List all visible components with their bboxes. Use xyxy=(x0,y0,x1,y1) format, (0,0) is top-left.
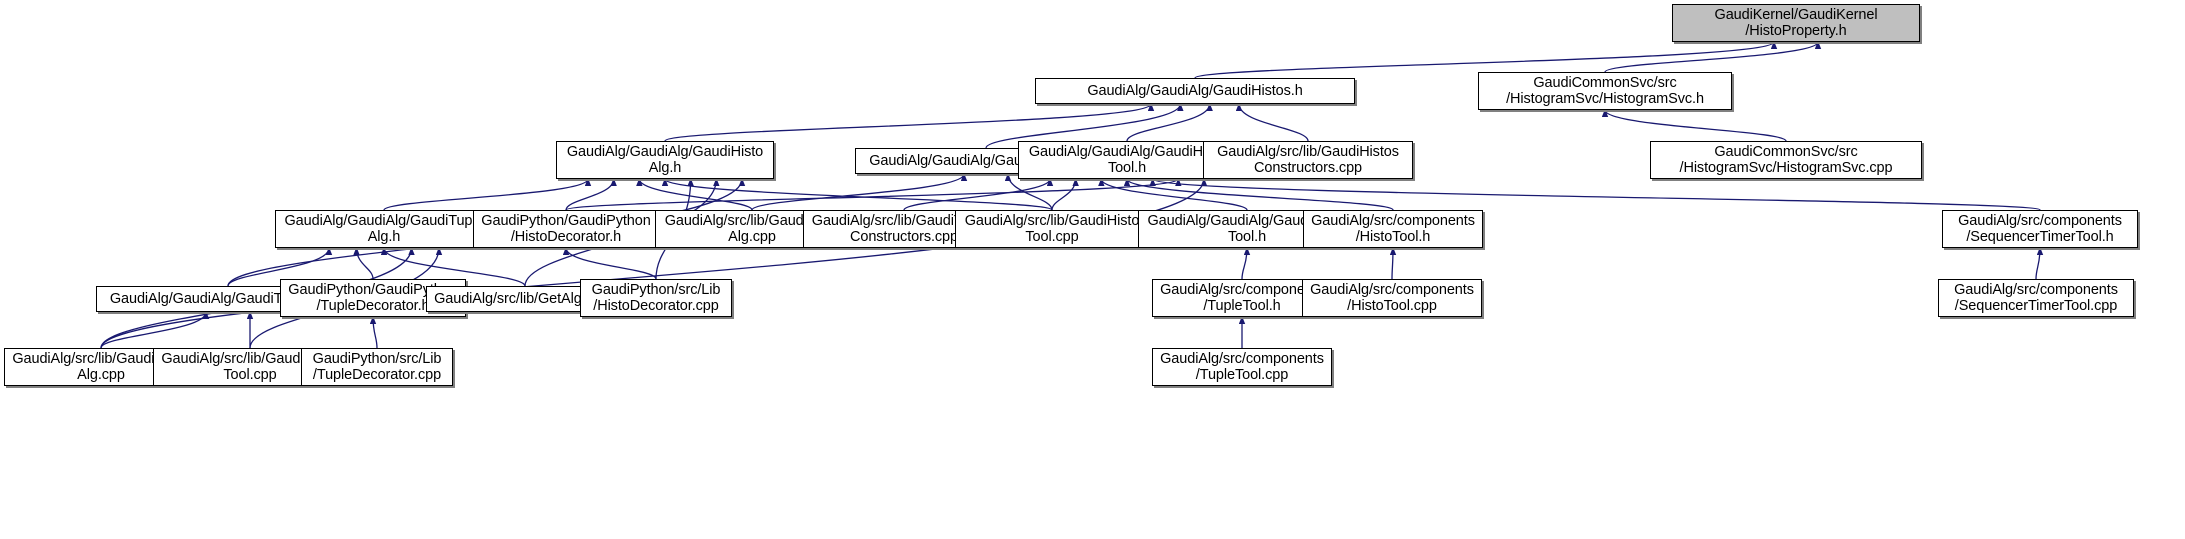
graph-edge xyxy=(664,103,1155,142)
graph-edge xyxy=(1051,178,1079,211)
graph-node[interactable]: GaudiAlg/src/components /TupleTool.cpp xyxy=(1152,348,1332,386)
graph-node-label: GaudiCommonSvc/src /HistogramSvc/Histogr… xyxy=(1506,75,1704,107)
graph-node[interactable]: GaudiAlg/GaudiAlg/GaudiTuple Alg.h xyxy=(275,210,493,248)
graph-edge xyxy=(1389,247,1397,280)
graph-node-label: GaudiAlg/src/components /TupleTool.cpp xyxy=(1160,351,1324,383)
graph-node[interactable]: GaudiPython/src/Lib /TupleDecorator.cpp xyxy=(301,348,453,386)
graph-edge xyxy=(353,247,374,280)
graph-node[interactable]: GaudiAlg/src/components /SequencerTimerT… xyxy=(1938,279,2134,317)
graph-node[interactable]: GaudiAlg/src/lib/GaudiHisto Tool.cpp xyxy=(955,210,1149,248)
graph-edge xyxy=(1235,103,1309,142)
graph-edge xyxy=(369,316,378,349)
graph-node[interactable]: GaudiAlg/src/lib/GaudiHistos Constructor… xyxy=(1203,141,1413,179)
graph-edge xyxy=(636,178,753,211)
graph-edge xyxy=(562,247,657,280)
graph-node[interactable]: GaudiKernel/GaudiKernel /HistoProperty.h xyxy=(1672,4,1920,42)
graph-node-label: GaudiAlg/src/components /SequencerTimerT… xyxy=(1954,282,2118,314)
graph-edge xyxy=(903,178,1054,211)
graph-edge xyxy=(2035,247,2044,280)
graph-edge xyxy=(100,311,210,349)
graph-node-label: GaudiAlg/src/lib/GaudiHisto Tool.cpp xyxy=(964,213,1140,245)
graph-edge xyxy=(1601,109,1787,142)
graph-edge xyxy=(1004,173,1053,211)
graph-node[interactable]: GaudiAlg/src/components /HistoTool.cpp xyxy=(1302,279,1482,317)
graph-edge xyxy=(1126,103,1213,142)
graph-node-label: GaudiAlg/src/components /SequencerTimerT… xyxy=(1958,213,2122,245)
graph-edge xyxy=(1604,41,1822,73)
graph-node-label: GaudiAlg/src/components /HistoTool.cpp xyxy=(1310,282,1474,314)
graph-edge xyxy=(1098,178,1248,211)
graph-edge xyxy=(1149,178,2041,211)
graph-node-label: GaudiAlg/GaudiAlg/GaudiTuple Alg.h xyxy=(284,213,484,245)
graph-node-label: GaudiAlg/GaudiAlg/GaudiHisto Alg.h xyxy=(566,144,764,176)
graph-node-label: GaudiAlg/src/components /HistoTool.h xyxy=(1311,213,1475,245)
graph-node[interactable]: GaudiPython/src/Lib /HistoDecorator.cpp xyxy=(580,279,732,317)
graph-node-label: GaudiAlg/src/lib/GaudiTuple Tool.cpp xyxy=(161,351,339,383)
graph-node-label: GaudiAlg/GaudiAlg/GaudiHisto Tool.h xyxy=(1028,144,1226,176)
graph-edge xyxy=(751,173,968,211)
graph-edge xyxy=(383,178,592,211)
graph-node[interactable]: GaudiAlg/src/components /SequencerTimerT… xyxy=(1942,210,2138,248)
graph-node[interactable]: GaudiCommonSvc/src /HistogramSvc/Histogr… xyxy=(1650,141,1922,179)
graph-edge xyxy=(661,178,1053,211)
graph-edge xyxy=(1123,178,1394,211)
graph-node[interactable]: GaudiAlg/GaudiAlg/GaudiHistos.h xyxy=(1035,78,1355,104)
graph-edge xyxy=(100,178,1208,349)
graph-node-label: GaudiPython/src/Lib /HistoDecorator.cpp xyxy=(591,282,721,314)
graph-node-label: GaudiCommonSvc/src /HistogramSvc/Histogr… xyxy=(1679,144,1893,176)
graph-node[interactable]: GaudiAlg/GaudiAlg/GaudiHisto Alg.h xyxy=(556,141,774,179)
graph-node[interactable]: GaudiCommonSvc/src /HistogramSvc/Histogr… xyxy=(1478,72,1732,110)
graph-node[interactable]: GaudiPython/GaudiPython /HistoDecorator.… xyxy=(473,210,659,248)
graph-edge xyxy=(1241,247,1251,280)
graph-node-label: GaudiKernel/GaudiKernel /HistoProperty.h xyxy=(1714,7,1878,39)
graph-edge xyxy=(565,178,1182,211)
graph-edge xyxy=(565,178,617,211)
graph-node-label: GaudiPython/GaudiPython /HistoDecorator.… xyxy=(481,213,651,245)
graph-node-label: GaudiAlg/src/lib/GaudiTuple Alg.cpp xyxy=(12,351,190,383)
graph-node-label: GaudiPython/src/Lib /TupleDecorator.cpp xyxy=(312,351,442,383)
graph-node[interactable]: GaudiAlg/src/components /HistoTool.h xyxy=(1303,210,1483,248)
graph-node-label: GaudiAlg/GaudiAlg/GaudiHistos.h xyxy=(1087,83,1303,99)
graph-node-label: GaudiAlg/src/lib/GaudiHistos Constructor… xyxy=(1217,144,1399,176)
